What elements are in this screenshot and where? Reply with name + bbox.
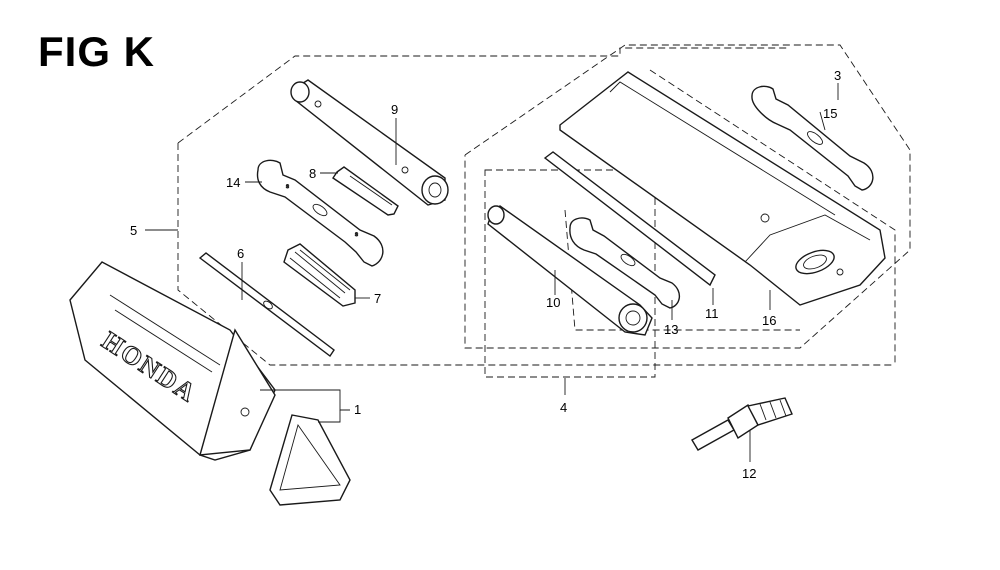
box-wrench-10[interactable]: [487, 205, 653, 336]
group-16-frame: [564, 69, 896, 365]
open-end-wrench-14[interactable]: s s: [256, 159, 384, 267]
callout-11: 11: [705, 306, 719, 321]
group-5-frame: [177, 47, 895, 366]
callout-5: 5: [130, 223, 137, 238]
callout-13: 13: [664, 322, 678, 337]
callout-15: 15: [823, 106, 837, 121]
callout-14: 14: [226, 175, 240, 190]
screwdriver-grip-8[interactable]: [332, 166, 399, 216]
svg-text:s: s: [286, 184, 289, 190]
tool-bag-cap[interactable]: [269, 414, 351, 506]
callout-6: 6: [237, 246, 244, 261]
tommy-bar-11[interactable]: [543, 151, 716, 287]
callout-1: 1: [354, 402, 361, 417]
leader-lines: [145, 83, 839, 462]
group-3-frame: [464, 44, 911, 349]
callout-7: 7: [374, 291, 381, 306]
tool-bag-1[interactable]: HONDA: [69, 261, 276, 461]
spark-plug-12[interactable]: [691, 397, 793, 451]
box-wrench-9[interactable]: [290, 79, 449, 206]
screwdriver-7[interactable]: [283, 243, 356, 307]
figure-title: FIG K: [38, 28, 155, 75]
callout-labels: 1 3 4 5 6 7 8 9 10 11 12 13 14 15 16: [130, 68, 841, 481]
callout-16: 16: [762, 313, 776, 328]
callout-4: 4: [560, 400, 567, 415]
tool-roll-16[interactable]: [559, 71, 886, 306]
callout-10: 10: [546, 295, 560, 310]
svg-text:s: s: [355, 232, 358, 238]
group-4-frame: [484, 169, 656, 378]
open-end-wrench-15[interactable]: [751, 85, 874, 191]
callout-9: 9: [391, 102, 398, 117]
extension-bar-6[interactable]: [198, 252, 335, 358]
callout-12: 12: [742, 466, 756, 481]
open-end-wrench-13[interactable]: [569, 217, 680, 309]
callout-8: 8: [309, 166, 316, 181]
callout-3: 3: [834, 68, 841, 83]
